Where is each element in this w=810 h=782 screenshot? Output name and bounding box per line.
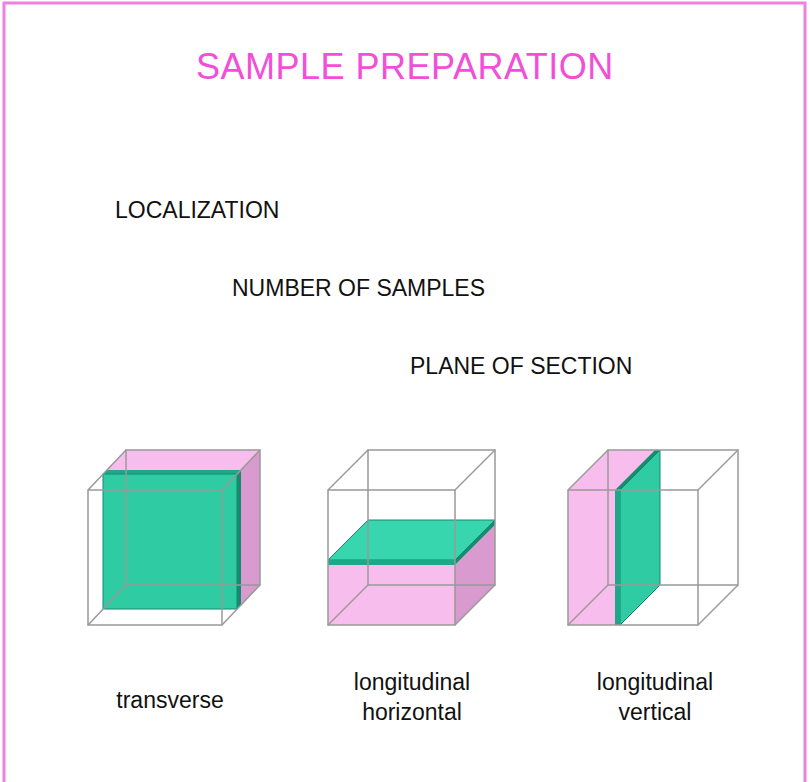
heading-label: PLANE OF SECTION bbox=[410, 352, 632, 382]
plane-label: longitudinal horizontal bbox=[317, 668, 507, 728]
plane-label: longitudinal vertical bbox=[560, 668, 750, 728]
frame bbox=[4, 3, 805, 782]
heading-label: LOCALIZATION bbox=[115, 196, 279, 226]
cube-longitudinal-vertical bbox=[568, 450, 738, 625]
heading-label: NUMBER OF SAMPLES bbox=[232, 274, 485, 304]
cube-longitudinal-horizontal bbox=[328, 450, 495, 625]
cube-transverse bbox=[88, 450, 260, 625]
title: SAMPLE PREPARATION bbox=[196, 44, 614, 91]
plane-label: transverse bbox=[75, 686, 265, 716]
